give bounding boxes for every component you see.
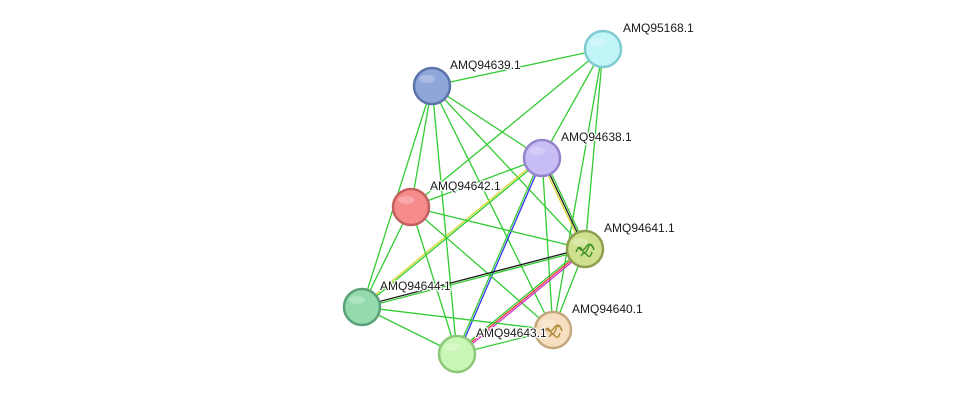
node-amq94641-1[interactable] [565, 229, 605, 269]
edge-amq94642-1-amq94643-1 [410, 206, 458, 355]
edge-amq95168-1-amq94640-1 [552, 48, 604, 331]
edge-line [455, 157, 542, 354]
edge-line [431, 85, 554, 331]
edge-line [362, 249, 586, 309]
edge-amq94638-1-amq94640-1 [541, 157, 554, 331]
edge-line [410, 48, 604, 208]
edge-amq94639-1-amq94638-1 [431, 85, 543, 159]
protein-structure-icon [543, 324, 563, 339]
edge-line [457, 249, 587, 356]
edge-amq95168-1-amq94642-1 [410, 48, 604, 208]
node-label-amq94638-1: AMQ94638.1 [561, 130, 632, 144]
node-amq94639-1[interactable] [412, 66, 452, 106]
edge-line [457, 158, 544, 355]
node-circle[interactable] [583, 29, 623, 69]
node-label-amq94641-1: AMQ94641.1 [604, 221, 675, 235]
edge-amq94638-1-amq94643-1 [455, 157, 544, 355]
edge-amq94641-1-amq94644-1 [361, 247, 586, 309]
node-circle[interactable] [342, 287, 382, 327]
node-label-amq94640-1: AMQ94640.1 [572, 302, 643, 316]
node-label-amq94643-1: AMQ94643.1 [476, 326, 547, 340]
edge-amq94644-1-amq94640-1 [361, 306, 554, 331]
edge-line [410, 206, 458, 355]
node-amq94640-1[interactable] [533, 310, 573, 350]
edge-line [431, 85, 586, 250]
node-amq94643-1[interactable] [437, 334, 477, 374]
edge-amq94639-1-amq94643-1 [431, 85, 458, 355]
edge-amq95168-1-amq94639-1 [431, 48, 604, 87]
node-amq94638-1[interactable] [522, 138, 562, 178]
edge-line [361, 156, 542, 307]
node-circle[interactable] [391, 187, 431, 227]
edge-amq94638-1-amq94644-1 [361, 156, 543, 309]
edge-amq94642-1-amq94641-1 [410, 206, 586, 250]
edge-line [431, 48, 604, 87]
edge-line [410, 85, 433, 208]
edge-line [410, 206, 554, 331]
edge-line [410, 206, 586, 250]
node-circle[interactable] [522, 138, 562, 178]
node-highlight [572, 238, 588, 246]
node-label-amq95168-1: AMQ95168.1 [623, 21, 694, 35]
edge-line [361, 247, 585, 307]
edge-line [455, 247, 585, 354]
edge-line [410, 157, 543, 208]
edge-line [431, 85, 543, 159]
node-highlight [398, 196, 414, 204]
node-amq95168-1[interactable] [583, 29, 623, 69]
node-circle[interactable] [437, 334, 477, 374]
edge-amq94639-1-amq94641-1 [431, 85, 586, 250]
node-highlight [444, 343, 460, 351]
node-highlight [540, 319, 556, 327]
edge-amq94642-1-amq94640-1 [410, 206, 554, 331]
edge-line [456, 248, 586, 355]
edge-amq94639-1-amq94640-1 [431, 85, 554, 331]
edge-line [541, 48, 604, 159]
edge-line [362, 158, 543, 309]
edge-amq95168-1-amq94638-1 [541, 48, 604, 159]
edge-line [552, 48, 604, 331]
edge-amq94641-1-amq94643-1 [455, 247, 587, 356]
edge-line [541, 157, 554, 331]
node-circle[interactable] [412, 66, 452, 106]
edge-amq94638-1-amq94642-1 [410, 157, 543, 208]
node-highlight [419, 75, 435, 83]
node-amq94644-1[interactable] [342, 287, 382, 327]
node-label-amq94639-1: AMQ94639.1 [450, 58, 521, 72]
protein-structure-icon [575, 243, 595, 258]
edge-line [584, 48, 604, 250]
node-highlight [529, 147, 545, 155]
labels-layer: AMQ95168.1AMQ94639.1AMQ94638.1AMQ94642.1… [379, 20, 696, 342]
node-highlight [590, 38, 606, 46]
nodes-layer [342, 29, 623, 374]
node-highlight [349, 296, 365, 304]
node-label-amq94644-1: AMQ94644.1 [380, 279, 451, 293]
node-amq94642-1[interactable] [391, 187, 431, 227]
node-label-amq94642-1: AMQ94642.1 [430, 179, 501, 193]
edge-line [431, 85, 458, 355]
edge-amq95168-1-amq94641-1 [584, 48, 604, 250]
edge-amq94639-1-amq94642-1 [410, 85, 433, 208]
edge-line [361, 306, 554, 331]
